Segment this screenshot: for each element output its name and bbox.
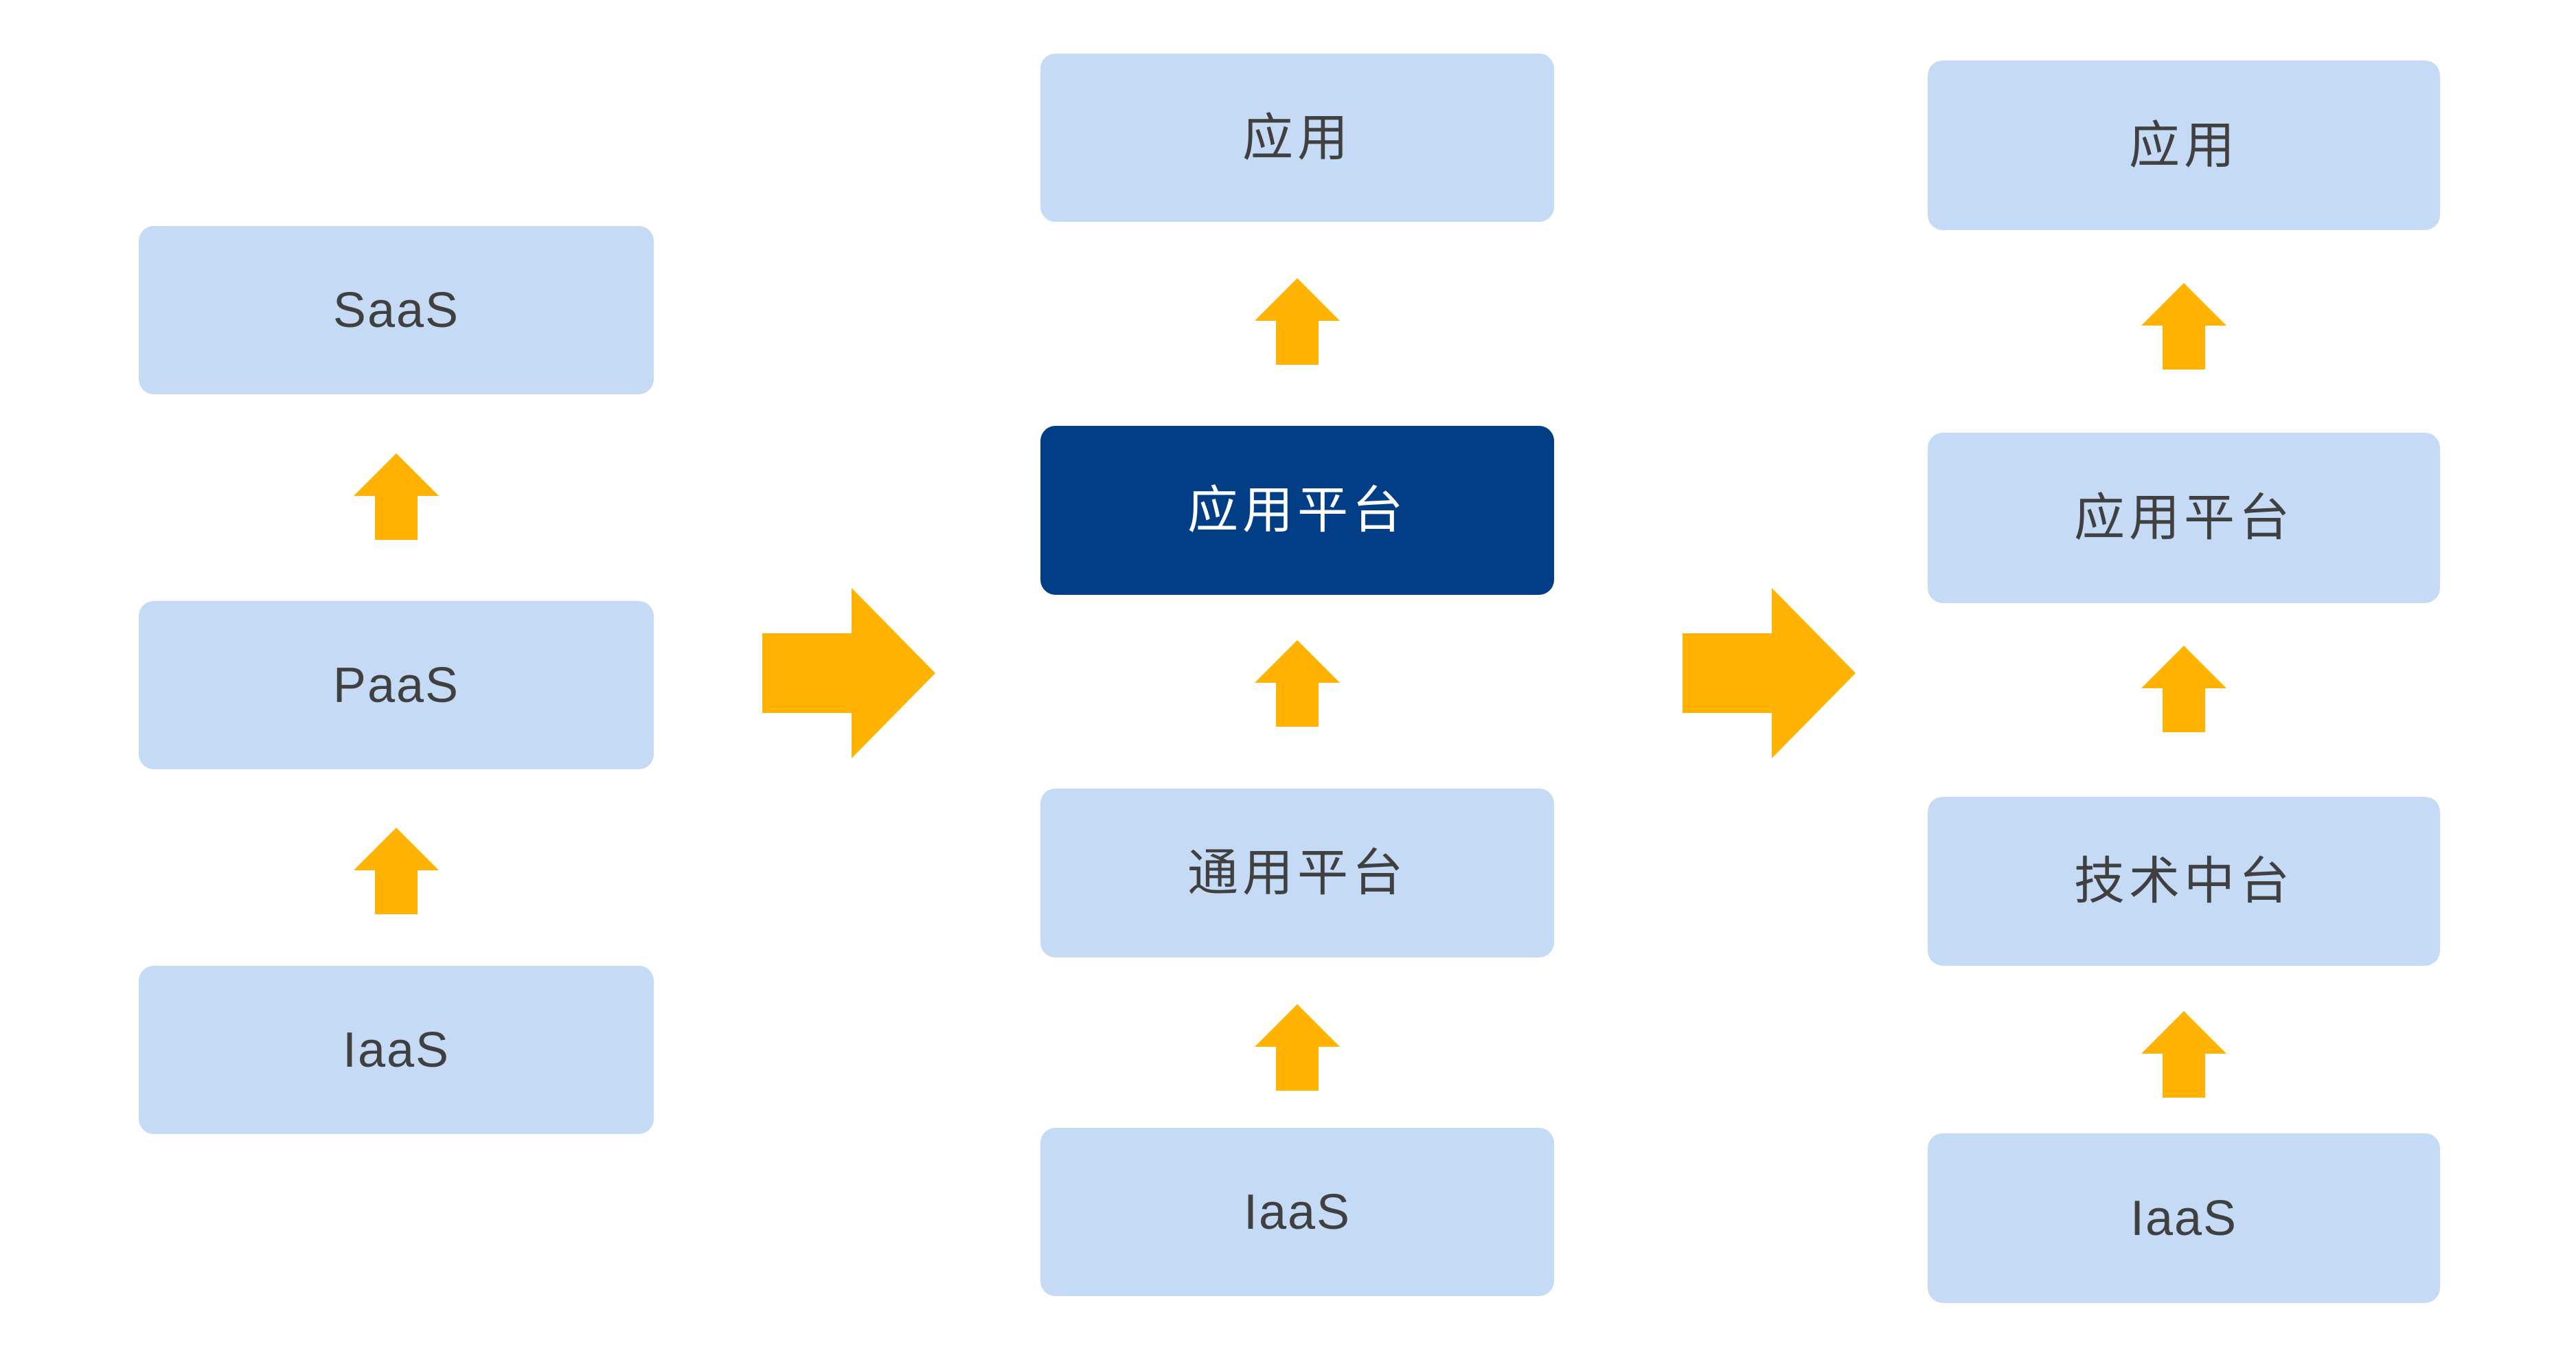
- layer-box-paas[interactable]: PaaS: [139, 601, 654, 769]
- arrow-right-icon: [1683, 588, 1856, 758]
- layer-box-application[interactable]: 应用: [1040, 54, 1554, 222]
- layer-box-application-platform-highlight[interactable]: 应用平台: [1040, 426, 1554, 595]
- arrow-up-icon: [354, 453, 439, 540]
- layer-box-saas[interactable]: SaaS: [139, 226, 654, 394]
- layer-box-general-platform[interactable]: 通用平台: [1040, 789, 1554, 957]
- arrow-up-icon: [354, 828, 439, 914]
- arrow-up-icon: [1255, 278, 1340, 365]
- arrow-up-icon: [1255, 640, 1340, 727]
- arrow-right-icon: [762, 588, 935, 758]
- layer-box-application-platform[interactable]: 应用平台: [1928, 433, 2440, 603]
- layer-box-application[interactable]: 应用: [1928, 60, 2440, 230]
- arrow-up-icon: [1255, 1004, 1340, 1091]
- layer-box-iaas[interactable]: IaaS: [1040, 1128, 1554, 1296]
- layer-box-technology-middle-platform[interactable]: 技术中台: [1928, 797, 2440, 966]
- layer-box-iaas[interactable]: IaaS: [1928, 1133, 2440, 1303]
- layer-box-iaas[interactable]: IaaS: [139, 966, 654, 1134]
- arrow-up-icon: [2141, 646, 2226, 732]
- arrow-up-icon: [2141, 283, 2226, 370]
- arrow-up-icon: [2141, 1011, 2226, 1098]
